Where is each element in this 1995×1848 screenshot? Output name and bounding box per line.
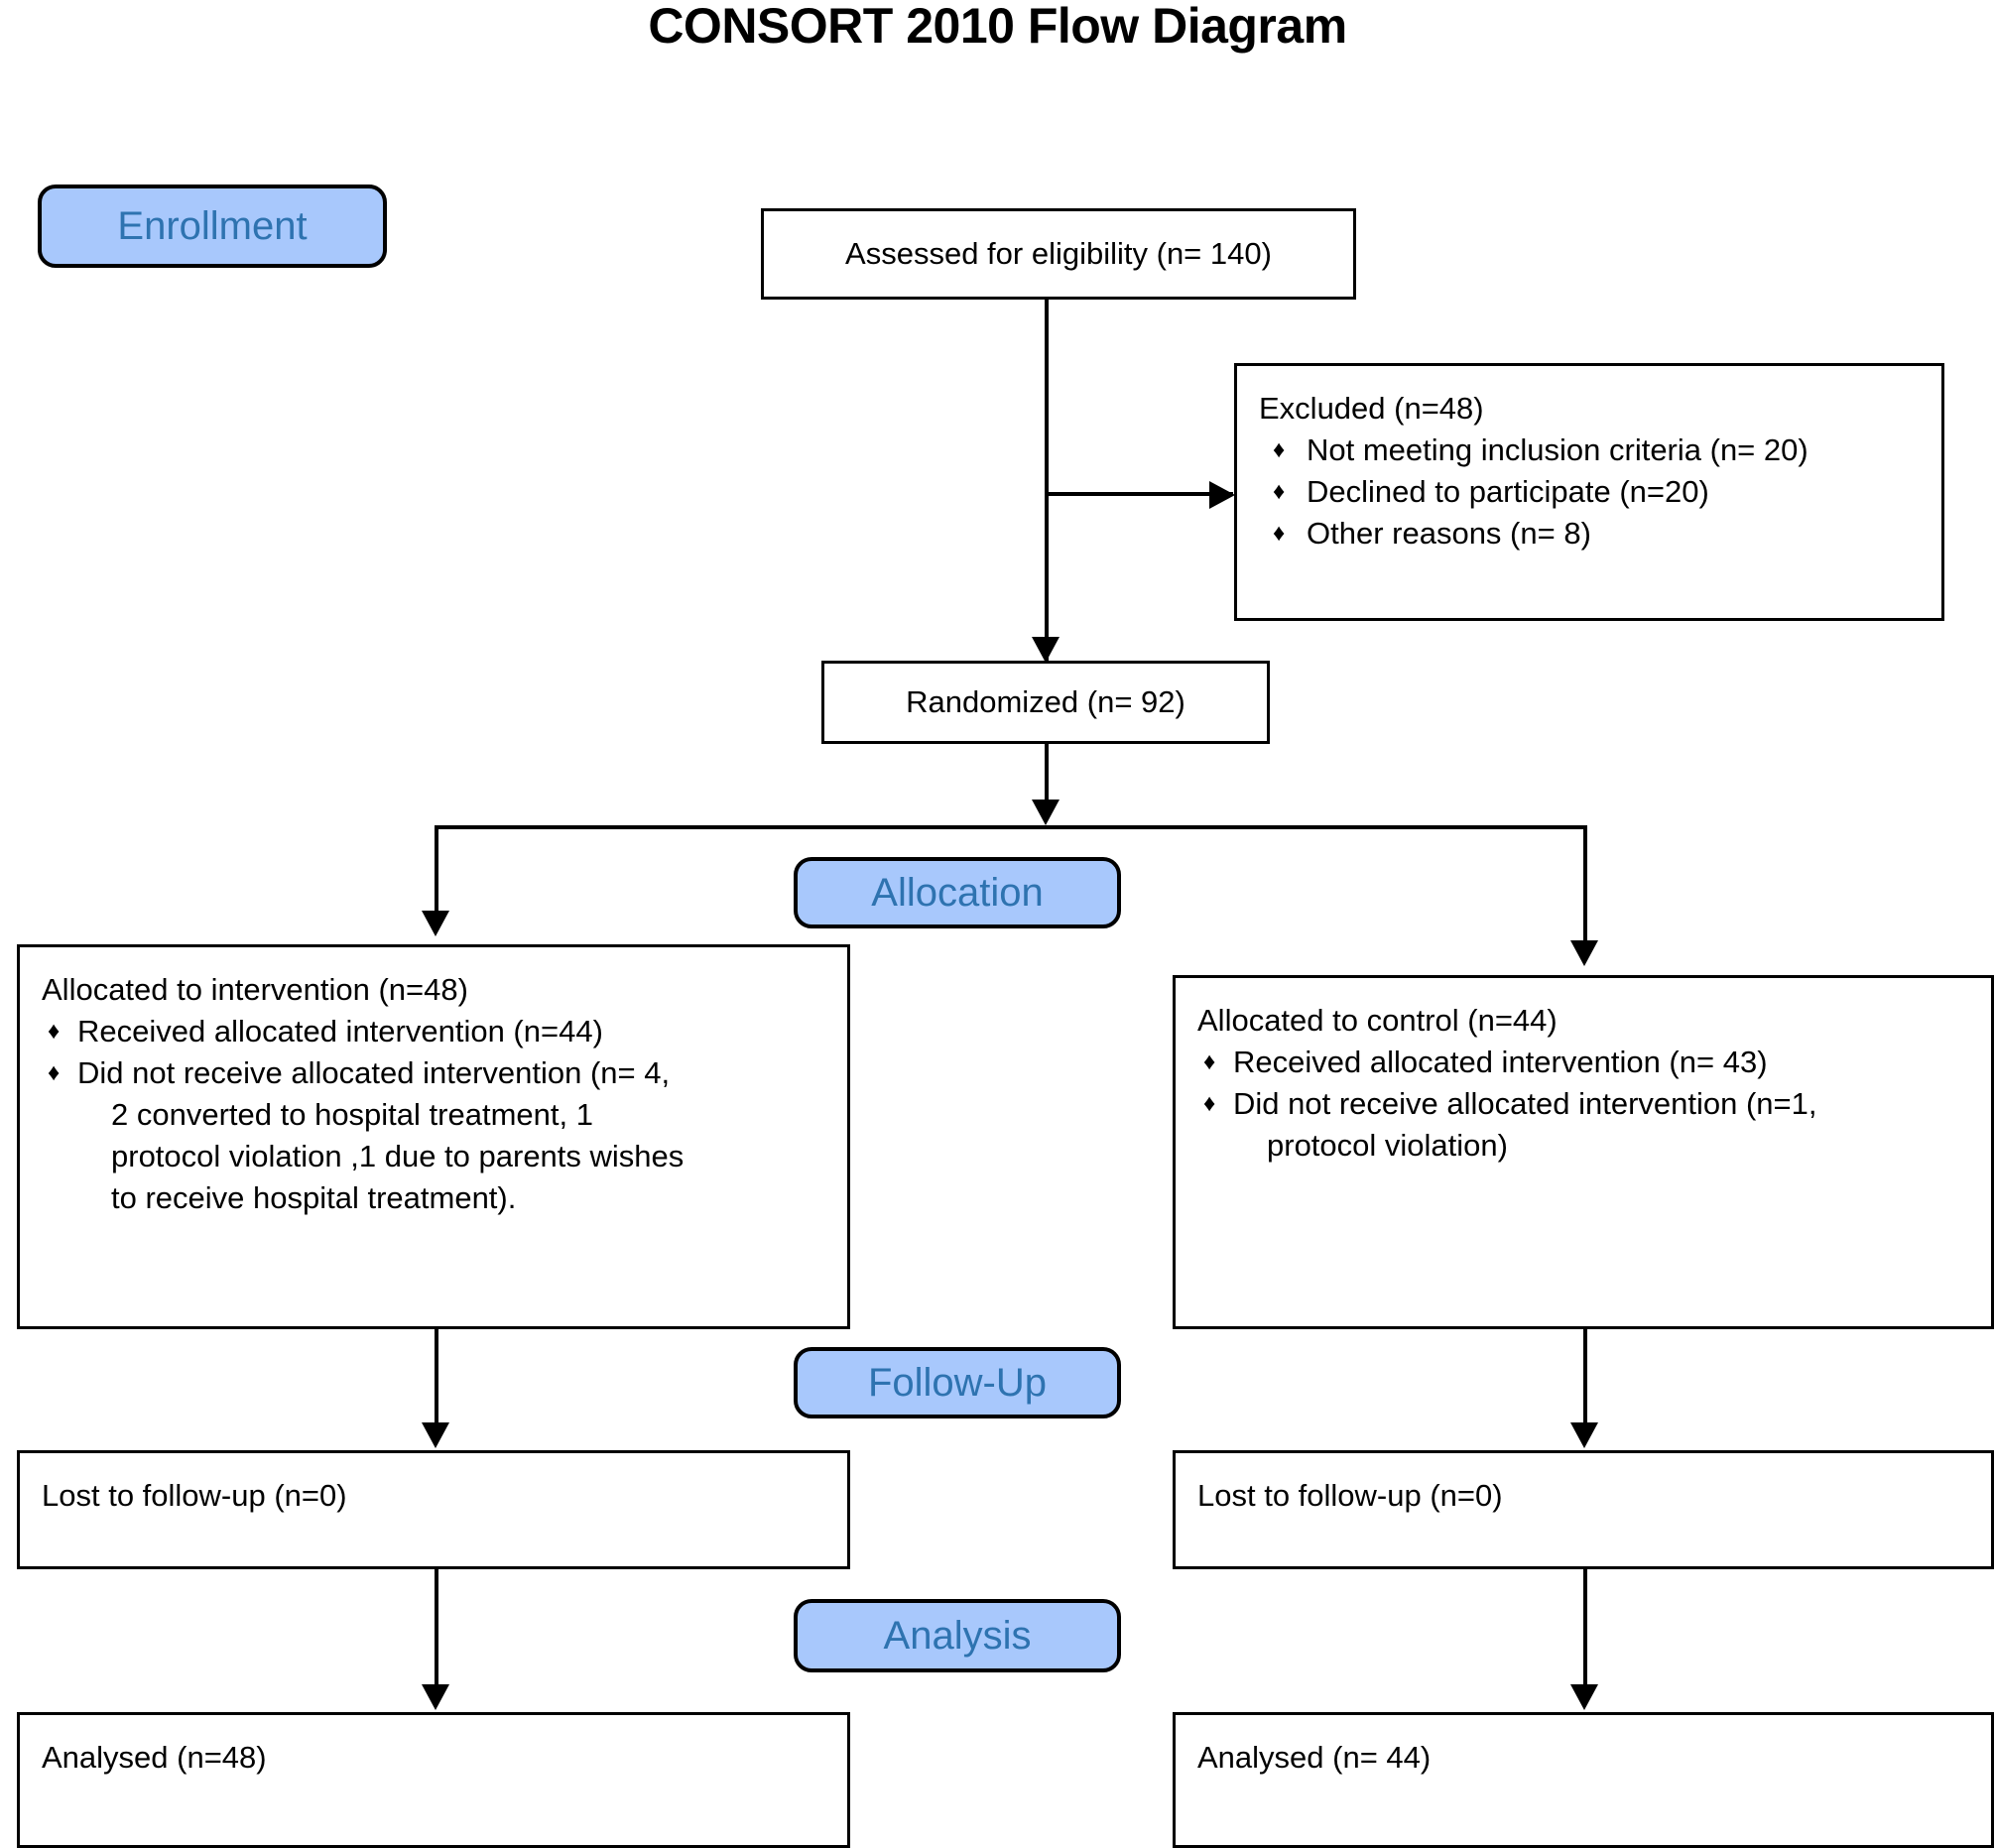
arrowhead-allocated-control xyxy=(1570,940,1598,966)
arrowhead-lost-right xyxy=(1570,1422,1598,1448)
stage-label-followup: Follow-Up xyxy=(794,1347,1121,1418)
node-analysed-intervention: Analysed (n=48) xyxy=(17,1712,850,1848)
allocated-intervention-lead: Allocated to intervention (n=48) xyxy=(42,972,468,1007)
node-excluded: Excluded (n=48) Not meeting inclusion cr… xyxy=(1234,363,1944,621)
connector-split-right xyxy=(1583,825,1587,944)
arrowhead-analysed-right xyxy=(1570,1684,1598,1710)
connector-split-bar xyxy=(435,825,1587,829)
excluded-lead: Excluded (n=48) xyxy=(1259,391,1484,426)
node-allocated-intervention: Allocated to intervention (n=48) Receive… xyxy=(17,944,850,1329)
lost-left-text: Lost to follow-up (n=0) xyxy=(42,1478,347,1513)
connector-allocation-to-lost-left xyxy=(435,1329,438,1424)
assessed-text: Assessed for eligibility (n= 140) xyxy=(845,236,1272,271)
node-analysed-control: Analysed (n= 44) xyxy=(1173,1712,1994,1848)
node-assessed-for-eligibility: Assessed for eligibility (n= 140) xyxy=(761,208,1356,300)
bullet-first-line: Did not receive allocated intervention (… xyxy=(1233,1086,1817,1121)
list-item: Received allocated intervention (n= 43) xyxy=(1197,1042,1973,1083)
connector-lost-to-analysed-left xyxy=(435,1569,438,1686)
connector-assessed-to-excluded xyxy=(1045,492,1233,496)
arrowhead-randomized xyxy=(1032,637,1060,663)
node-allocated-control: Allocated to control (n=44) Received all… xyxy=(1173,975,1994,1329)
randomized-text: Randomized (n= 92) xyxy=(906,684,1185,719)
arrowhead-excluded xyxy=(1209,481,1235,509)
excluded-bullet-list: Not meeting inclusion criteria (n= 20) D… xyxy=(1259,430,1924,554)
list-item: Did not receive allocated intervention (… xyxy=(42,1052,829,1219)
bullet-cont-line: 2 converted to hospital treatment, 1 xyxy=(111,1097,593,1132)
stage-label-analysis: Analysis xyxy=(794,1599,1121,1672)
arrowhead-analysed-left xyxy=(422,1684,449,1710)
bullet-first-line: Did not receive allocated intervention (… xyxy=(77,1055,671,1090)
arrowhead-allocated-intervention xyxy=(422,911,449,936)
connector-allocation-to-lost-right xyxy=(1583,1329,1587,1424)
list-item: Declined to participate (n=20) xyxy=(1259,471,1924,513)
arrowhead-lost-left xyxy=(422,1422,449,1448)
connector-assessed-to-randomized xyxy=(1045,300,1049,661)
list-item: Other reasons (n= 8) xyxy=(1259,513,1924,554)
lost-right-text: Lost to follow-up (n=0) xyxy=(1197,1478,1503,1513)
allocated-control-bullet-list: Received allocated intervention (n= 43) … xyxy=(1197,1042,1973,1167)
allocated-intervention-bullet-list: Received allocated intervention (n=44) D… xyxy=(42,1011,829,1219)
analysed-left-text: Analysed (n=48) xyxy=(42,1740,267,1775)
stage-label-allocation: Allocation xyxy=(794,857,1121,928)
connector-randomized-stem xyxy=(1045,744,1049,805)
page-title: CONSORT 2010 Flow Diagram xyxy=(648,0,1347,54)
node-lost-to-followup-control: Lost to follow-up (n=0) xyxy=(1173,1450,1994,1569)
connector-lost-to-analysed-right xyxy=(1583,1569,1587,1686)
list-item: Received allocated intervention (n=44) xyxy=(42,1011,829,1052)
list-item: Did not receive allocated intervention (… xyxy=(1197,1083,1973,1167)
stage-label-enrollment: Enrollment xyxy=(38,185,387,268)
node-lost-to-followup-intervention: Lost to follow-up (n=0) xyxy=(17,1450,850,1569)
allocated-control-lead: Allocated to control (n=44) xyxy=(1197,1003,1558,1038)
bullet-cont-line: to receive hospital treatment). xyxy=(111,1180,517,1215)
connector-split-left xyxy=(435,825,438,913)
bullet-cont-line: protocol violation ,1 due to parents wis… xyxy=(111,1139,685,1173)
analysed-right-text: Analysed (n= 44) xyxy=(1197,1740,1432,1775)
arrowhead-split xyxy=(1032,800,1060,825)
bullet-cont-line: protocol violation) xyxy=(1267,1128,1508,1163)
node-randomized: Randomized (n= 92) xyxy=(821,661,1270,744)
list-item: Not meeting inclusion criteria (n= 20) xyxy=(1259,430,1924,471)
